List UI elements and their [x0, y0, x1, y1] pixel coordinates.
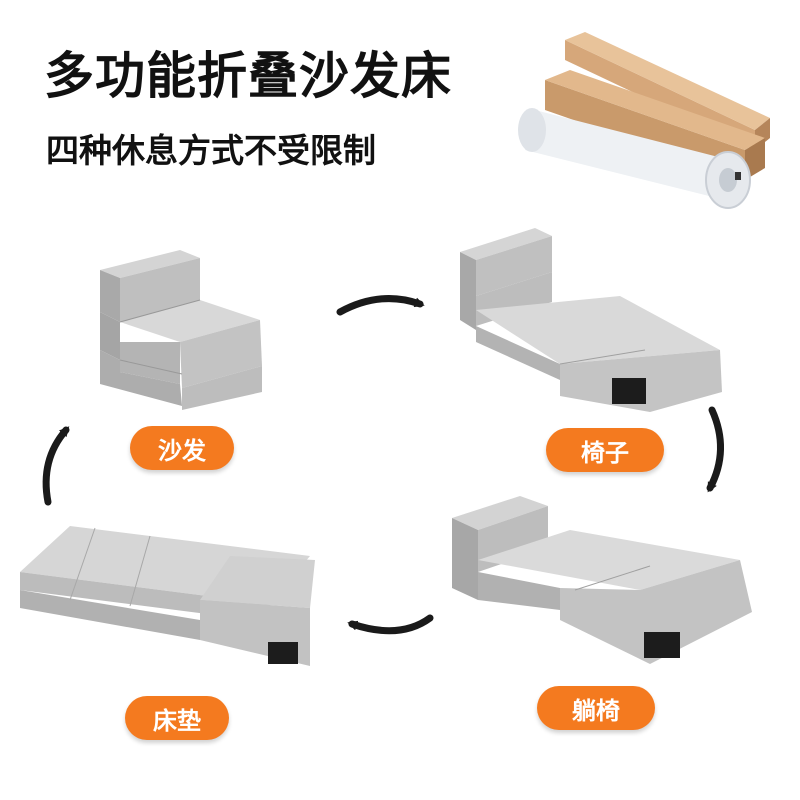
mode-badge-recliner: 躺椅: [537, 686, 655, 730]
page-subtitle: 四种休息方式不受限制: [46, 131, 376, 170]
sofa-image: [100, 250, 262, 410]
mode-label: 床垫: [153, 706, 201, 735]
arrow-down-icon: [706, 406, 724, 493]
zipper-tag-icon: [644, 632, 680, 658]
packaging-image: [518, 32, 770, 209]
mode-badge-sofa: 沙发: [130, 426, 234, 470]
zipper-tag-icon: [268, 642, 298, 664]
mode-badge-mattress: 床垫: [125, 696, 229, 740]
mode-label: 椅子: [581, 438, 629, 467]
mode-label: 沙发: [158, 436, 206, 465]
mode-label: 躺椅: [572, 696, 620, 725]
mattress-image: [20, 526, 315, 666]
mode-badge-chair: 椅子: [546, 428, 664, 472]
chair-image: [460, 228, 722, 412]
recliner-image: [452, 496, 752, 664]
arrow-up-icon: [42, 426, 70, 506]
rolled-mattress-icon: [518, 108, 751, 209]
page-title: 多功能折叠沙发床: [44, 47, 452, 105]
zipper-tag-icon: [612, 378, 646, 404]
arrow-left-icon: [347, 614, 434, 635]
arrow-right-icon: [336, 295, 425, 316]
